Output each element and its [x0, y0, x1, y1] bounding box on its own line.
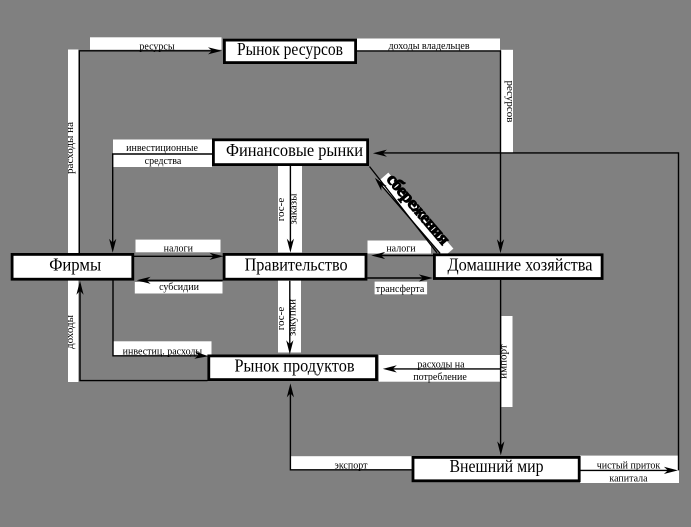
svg-text:Правительство: Правительство: [245, 255, 348, 275]
svg-text:налоги: налоги: [386, 244, 416, 255]
svg-text:доходы владельцев: доходы владельцев: [388, 41, 469, 52]
svg-text:экспорт: экспорт: [335, 460, 369, 471]
svg-text:субсидии: субсидии: [159, 282, 199, 293]
svg-text:доходы: доходы: [64, 314, 76, 349]
svg-text:капитала: капитала: [609, 474, 648, 485]
svg-text:заказы: заказы: [288, 193, 300, 225]
svg-text:чистый приток: чистый приток: [597, 460, 661, 471]
svg-text:закупки: закупки: [287, 299, 299, 336]
svg-text:Рынок продуктов: Рынок продуктов: [235, 356, 355, 376]
svg-text:импорт: импорт: [498, 344, 510, 379]
svg-text:расходы на: расходы на: [64, 122, 76, 174]
svg-text:расходы на: расходы на: [417, 360, 465, 371]
svg-text:ресурсов: ресурсов: [504, 81, 516, 123]
svg-text:Рынок ресурсов: Рынок ресурсов: [237, 39, 343, 59]
svg-text:инвестиционные: инвестиционные: [126, 143, 198, 154]
svg-text:инвестиц. расходы: инвестиц. расходы: [123, 346, 203, 357]
svg-text:трансферта: трансферта: [376, 284, 425, 295]
svg-text:Фирмы: Фирмы: [49, 255, 101, 275]
svg-text:средства: средства: [145, 156, 182, 167]
svg-text:Внешний мир: Внешний мир: [450, 456, 544, 476]
svg-text:потребление: потребление: [413, 372, 467, 383]
svg-text:налоги: налоги: [164, 244, 194, 255]
svg-text:Домашние хозяйства: Домашние хозяйства: [448, 254, 593, 274]
svg-text:гос-е: гос-е: [275, 307, 287, 331]
svg-text:Финансовые рынки: Финансовые рынки: [226, 140, 363, 160]
svg-text:ресурсы: ресурсы: [139, 41, 174, 52]
svg-text:гос-е: гос-е: [275, 198, 287, 222]
